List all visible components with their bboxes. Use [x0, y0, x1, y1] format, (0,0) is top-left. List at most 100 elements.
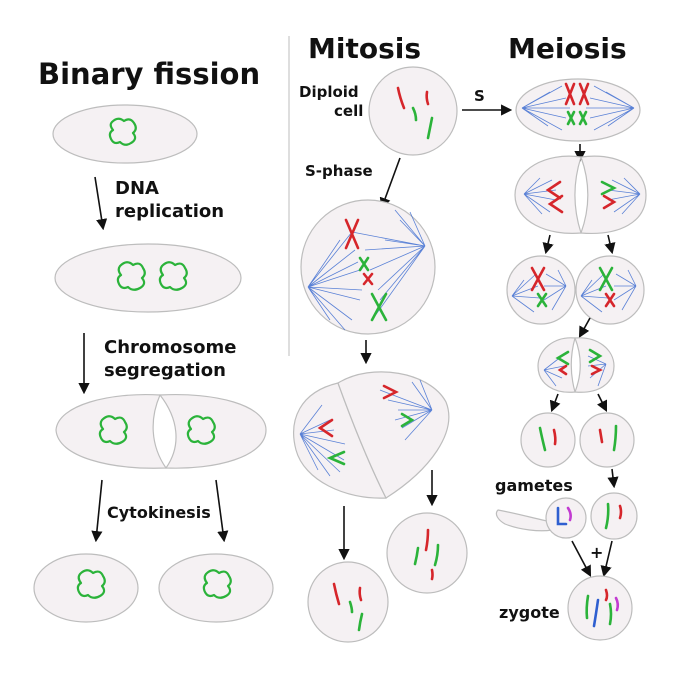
chromosome-red	[552, 428, 557, 446]
chromosome-green	[370, 292, 388, 322]
dna-loop	[202, 569, 232, 599]
chromosome-green	[358, 256, 370, 272]
chromosome-green	[357, 612, 364, 632]
mitosis-panel: Diploid cell S S-phase	[293, 66, 513, 643]
dna-loop	[158, 261, 188, 291]
bacterium-cell-replicated	[54, 243, 242, 313]
arrow-cytokinesis-left	[91, 479, 103, 543]
arrow-dna-replication	[94, 176, 108, 231]
chromosome-red	[332, 582, 341, 606]
chromosome-red	[557, 364, 568, 376]
arrow-s-phase	[379, 157, 401, 210]
chromosome-red	[424, 528, 430, 552]
arrow-sperm-to-zygote	[571, 540, 592, 577]
haploid-cell	[520, 412, 576, 468]
meiosis-2-cell	[575, 255, 645, 325]
chromosome-red	[590, 364, 603, 376]
chromosome-red	[618, 504, 623, 520]
meiosis-heading: Meiosis	[508, 32, 627, 65]
chromosome-red	[430, 568, 434, 581]
bacterium-cell	[52, 104, 198, 164]
chromosome-green	[588, 348, 603, 364]
chromosome-red	[604, 292, 616, 308]
arrow-to-egg	[607, 468, 619, 489]
meiosis-2-cell	[506, 255, 576, 325]
mitosis-heading: Mitosis	[308, 32, 421, 65]
sperm-tail	[495, 509, 553, 532]
dna-loop	[76, 569, 106, 599]
chromosome-green	[411, 106, 418, 122]
chromosome-green	[326, 450, 346, 466]
chromosome-segregation-label-line2: segregation	[104, 360, 226, 381]
diploid-cell-label-line1: Diploid	[299, 83, 359, 101]
arrow-meiosis-2-left	[542, 234, 554, 255]
chromosome-green	[608, 602, 613, 626]
chromosome-blue	[592, 598, 600, 628]
chromosome-red	[425, 90, 430, 106]
chromosome-red	[564, 82, 576, 106]
meiosis-2b-left	[537, 337, 576, 393]
arrow-gamete-left	[549, 393, 561, 413]
arrow-gamete-right	[596, 393, 608, 413]
diploid-cell-label-line2: cell	[334, 102, 363, 120]
spindle-fibers	[307, 209, 426, 331]
cytokinesis-label: Cytokinesis	[107, 503, 211, 522]
chromosome-blue	[556, 506, 568, 526]
chromosome-green	[555, 350, 570, 366]
zygote-cell	[567, 575, 633, 641]
chromosome-green	[566, 110, 576, 126]
chromosome-green	[433, 543, 440, 567]
egg-cell	[590, 492, 638, 540]
meiosis-1-right	[580, 155, 647, 234]
gametes-label: gametes	[495, 476, 573, 495]
chromosome-magenta	[566, 506, 572, 522]
chromosome-red	[362, 272, 374, 286]
chromosome-green	[600, 180, 617, 196]
haploid-cell	[579, 412, 635, 468]
chromosome-green	[426, 116, 434, 140]
s-phase-label: S-phase	[305, 162, 373, 180]
binary-fission-heading: Binary fission	[38, 57, 260, 91]
metaphase-cell	[300, 199, 436, 335]
spindle-fibers	[580, 269, 637, 313]
chromosome-green	[413, 546, 420, 566]
chromosome-red	[530, 266, 546, 292]
spindle-fibers	[299, 379, 433, 477]
arrow-meiosis-2-right	[604, 234, 616, 255]
dna-loop	[108, 117, 137, 146]
chromosome-red	[344, 218, 360, 250]
chromosome-segregation-label-line1: Chromosome	[104, 337, 236, 358]
chromosome-green	[536, 292, 548, 308]
mitosis-daughter-cell	[386, 512, 468, 594]
daughter-cell-left	[55, 393, 168, 469]
spindle-fibers	[523, 177, 641, 215]
chromosome-red	[358, 586, 363, 602]
s-label: S	[474, 87, 485, 105]
chromosome-red	[396, 86, 406, 110]
sperm-head	[545, 497, 587, 539]
chromosome-red	[604, 588, 609, 602]
mitosis-daughter-right	[337, 371, 450, 499]
chromosome-green	[585, 594, 590, 620]
binary-fission-panel: DNA replication Chromosome segregation C…	[33, 104, 274, 623]
meiosis-1-left	[514, 155, 582, 234]
chromosome-magenta	[614, 596, 620, 612]
meiosis-start-cell	[515, 78, 641, 142]
chromosome-green	[348, 600, 354, 614]
chromosome-red	[317, 418, 334, 438]
plus-sign: +	[590, 543, 603, 562]
arrow-egg-to-zygote	[600, 540, 613, 578]
dna-loop	[116, 261, 146, 291]
chromosome-green	[578, 110, 588, 126]
chromosome-green	[612, 424, 618, 452]
chromosome-green	[400, 412, 415, 428]
bacterium-daughter-left	[33, 553, 139, 623]
bacterium-daughter-right	[158, 553, 274, 623]
spindle-fibers	[511, 269, 567, 313]
dna-loop	[186, 415, 216, 445]
meiosis-panel: gametes + zygote	[495, 78, 647, 641]
chromosome-red	[602, 194, 617, 210]
mitosis-daughter-cell	[307, 561, 389, 643]
dna-loop	[98, 415, 128, 445]
chromosome-red	[545, 180, 562, 200]
